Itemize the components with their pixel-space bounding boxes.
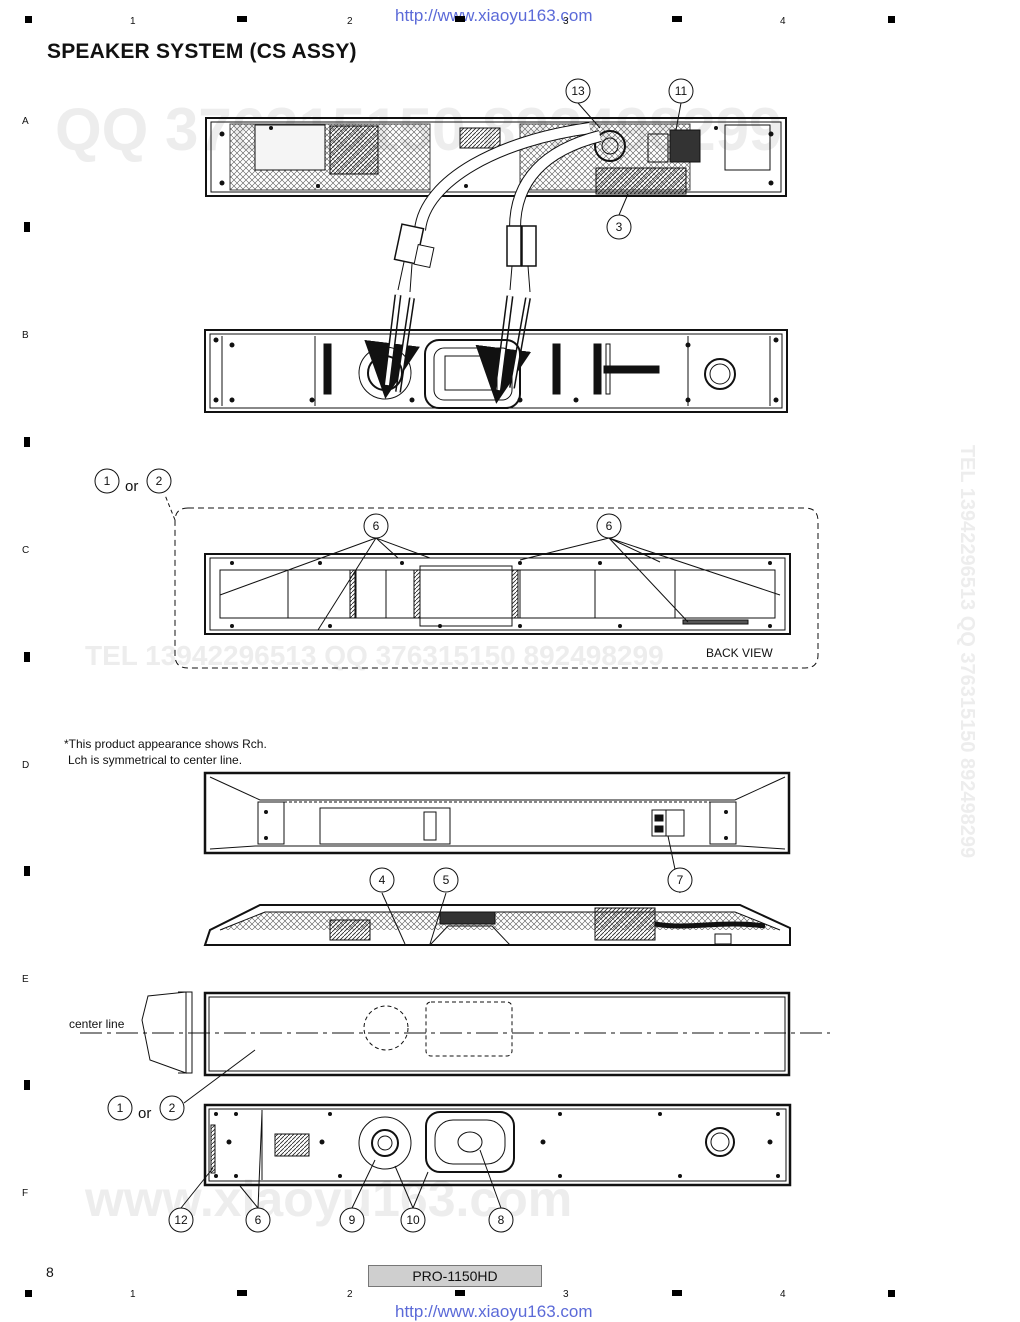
callout-12: 12: [174, 1213, 188, 1227]
callout-5: 5: [442, 873, 450, 887]
grid-col-2-bottom: 2: [347, 1289, 353, 1300]
grid-mark: [24, 437, 30, 447]
cabinet-back-view: [204, 553, 791, 635]
callout-4: 4: [378, 873, 386, 887]
grid-mark: [455, 1290, 465, 1296]
callout-6: 6: [254, 1213, 262, 1227]
back-view-label: BACK VIEW: [706, 646, 773, 660]
source-url-bottom: http://www.xiaoyu163.com: [395, 1302, 593, 1321]
grid-mark: [888, 1290, 895, 1297]
grid-row-b: B: [22, 330, 29, 341]
center-line-label: center line: [69, 1017, 125, 1031]
source-url-top: http://www.xiaoyu163.com: [395, 6, 593, 25]
grid-mark: [25, 1290, 32, 1297]
cabinet-side-view: [203, 771, 791, 855]
grid-mark: [24, 222, 30, 232]
grid-mark: [672, 16, 682, 22]
grid-row-d: D: [22, 760, 30, 771]
baffle-front-view: [204, 329, 788, 413]
baffle-bottom-view: [203, 1103, 792, 1187]
cabinet-top-view: [205, 117, 787, 197]
callout-3: 3: [615, 220, 623, 234]
grid-row-a: A: [22, 116, 29, 127]
page-number: 8: [46, 1264, 54, 1280]
callout-1: 1: [103, 474, 111, 488]
front-grille-view: [80, 991, 830, 1077]
grid-row-c: C: [22, 545, 30, 556]
or-text: or: [138, 1105, 152, 1122]
callout-13: 13: [571, 84, 585, 98]
grid-mark: [24, 1080, 30, 1090]
callout-2: 2: [155, 474, 163, 488]
grid-col-2: 2: [347, 16, 353, 27]
callout-10: 10: [406, 1213, 420, 1227]
callout-6: 6: [605, 519, 613, 533]
grid-col-4: 4: [780, 16, 786, 27]
grid-col-1: 1: [130, 16, 136, 27]
callout-2: 2: [168, 1101, 176, 1115]
grid-mark: [455, 16, 465, 22]
grid-col-1-bottom: 1: [130, 1289, 136, 1300]
callout-8: 8: [497, 1213, 505, 1227]
callout-1: 1: [116, 1101, 124, 1115]
grid-col-3: 3: [563, 16, 569, 27]
note-line-2: Lch is symmetrical to center line.: [68, 753, 243, 767]
grid-mark: [672, 1290, 682, 1296]
grid-col-4-bottom: 4: [780, 1289, 786, 1300]
watermark-middle: TEL 13942296513 QQ 376315150 892498299: [85, 640, 664, 671]
grid-mark: [237, 16, 247, 22]
grid-row-f: F: [22, 1188, 29, 1199]
model-number: PRO-1150HD: [368, 1265, 542, 1287]
grid-mark: [237, 1290, 247, 1296]
page-title: SPEAKER SYSTEM (CS ASSY): [47, 40, 357, 63]
grid-row-e: E: [22, 974, 29, 985]
grid-mark: [24, 652, 30, 662]
callout-11: 11: [674, 84, 688, 98]
grid-mark: [888, 16, 895, 23]
grid-mark: [25, 16, 32, 23]
callout-6: 6: [372, 519, 380, 533]
callout-9: 9: [348, 1213, 356, 1227]
note-line-1: *This product appearance shows Rch.: [64, 737, 267, 751]
or-text: or: [125, 478, 139, 495]
grid-col-3-bottom: 3: [563, 1289, 569, 1300]
cabinet-cross-section: [203, 904, 791, 946]
grid-mark: [24, 866, 30, 876]
callout-7: 7: [676, 873, 684, 887]
